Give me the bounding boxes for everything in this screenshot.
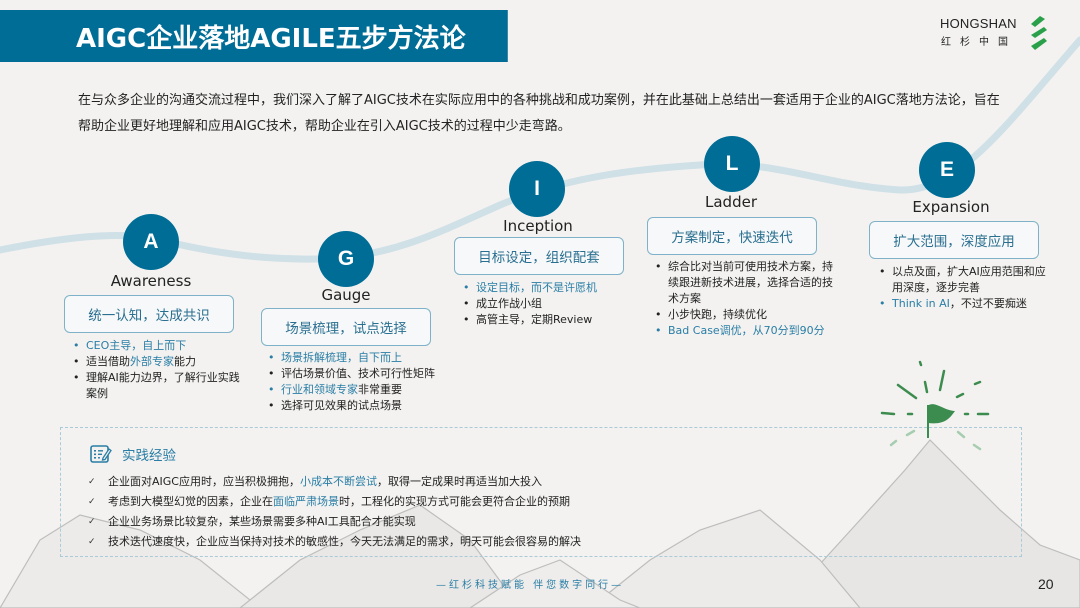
bullets-awareness: CEO主导，自上而下 适当借助外部专家能力 理解AI能力边界，了解行业实践案例	[70, 338, 240, 402]
bullet-item: 选择可见效果的试点场景	[265, 398, 450, 414]
bullet-item: Bad Case调优，从70分到90分	[652, 323, 842, 339]
bullet-item: 评估场景价值、技术可行性矩阵	[265, 366, 450, 382]
step-circle-a: A	[123, 214, 179, 270]
title-banner: AIGC企业落地AGILE五步方法论	[0, 10, 508, 62]
bullets-ladder: 综合比对当前可使用技术方案，持续跟进新技术进展，选择合适的技术方案 小步快跑，持…	[652, 259, 842, 339]
summit-flag-icon	[880, 360, 990, 451]
bullets-expansion: 以点及面，扩大AI应用范围和应用深度，逐步完善 Think in AI，不过不要…	[876, 264, 1056, 312]
experience-list: 企业面对AIGC应用时，应当积极拥抱，小成本不断尝试，取得一定成果时再适当加大投…	[86, 472, 581, 552]
step-name-awareness: Awareness	[110, 272, 192, 290]
step-name-expansion: Expansion	[912, 198, 990, 216]
page-number: 20	[1038, 576, 1054, 592]
experience-title: 实践经验	[122, 448, 176, 464]
step-circle-e: E	[919, 142, 975, 198]
logo-text-cn: 红杉中国	[941, 37, 1017, 48]
step-name-gauge: Gauge	[321, 286, 371, 304]
checklist-edit-icon	[90, 445, 112, 463]
bullet-item: 适当借助外部专家能力	[70, 354, 240, 370]
step-circle-l: L	[704, 136, 760, 192]
page-title: AIGC企业落地AGILE五步方法论	[76, 24, 466, 54]
step-circle-g: G	[318, 231, 374, 287]
intro-paragraph: 在与众多企业的沟通交流过程中，我们深入了解了AIGC技术在实际应用中的各种挑战和…	[78, 93, 1000, 134]
step-box-gauge: 场景梳理，试点选择	[261, 308, 431, 346]
experience-panel	[60, 427, 1022, 557]
bullet-item: 理解AI能力边界，了解行业实践案例	[70, 370, 240, 402]
step-circle-i: I	[509, 161, 565, 217]
bullet-item: Think in AI，不过不要痴迷	[876, 296, 1056, 312]
bullet-item: 场景拆解梳理，自下而上	[265, 350, 450, 366]
footer-slogan: —红杉科技赋能 伴您数字同行—	[436, 580, 625, 591]
step-box-ladder: 方案制定，快速迭代	[647, 217, 817, 255]
bullet-item: 设定目标，而不是许愿机	[460, 280, 640, 296]
experience-item: 技术迭代速度快，企业应当保持对技术的敏感性，今天无法满足的需求，明天可能会很容易…	[86, 532, 581, 552]
bullet-item: CEO主导，自上而下	[70, 338, 240, 354]
bullets-inception: 设定目标，而不是许愿机 成立作战小组 高管主导，定期Review	[460, 280, 640, 328]
bullet-item: 行业和领域专家非常重要	[265, 382, 450, 398]
logo-text-en: HONGSHAN	[940, 16, 1017, 31]
sequoia-leaf-icon	[1031, 16, 1047, 50]
bullet-item: 以点及面，扩大AI应用范围和应用深度，逐步完善	[876, 264, 1056, 296]
bullet-item: 高管主导，定期Review	[460, 312, 640, 328]
step-box-expansion: 扩大范围，深度应用	[869, 221, 1039, 259]
hongshan-logo: HONGSHAN 红杉中国	[940, 16, 1050, 52]
step-box-inception: 目标设定，组织配套	[454, 237, 624, 275]
experience-item: 考虑到大模型幻觉的因素，企业在面临严肃场景时，工程化的实现方式可能会更符合企业的…	[86, 492, 581, 512]
step-name-inception: Inception	[503, 217, 573, 235]
bullets-gauge: 场景拆解梳理，自下而上 评估场景价值、技术可行性矩阵 行业和领域专家非常重要 选…	[265, 350, 450, 414]
bullet-item: 成立作战小组	[460, 296, 640, 312]
bullet-item: 小步快跑，持续优化	[652, 307, 842, 323]
bullet-item: 综合比对当前可使用技术方案，持续跟进新技术进展，选择合适的技术方案	[652, 259, 842, 307]
experience-item: 企业业务场景比较复杂，某些场景需要多种AI工具配合才能实现	[86, 512, 581, 532]
step-name-ladder: Ladder	[705, 193, 757, 211]
step-box-awareness: 统一认知，达成共识	[64, 295, 234, 333]
experience-header: 实践经验	[90, 444, 176, 464]
experience-item: 企业面对AIGC应用时，应当积极拥抱，小成本不断尝试，取得一定成果时再适当加大投…	[86, 472, 581, 492]
